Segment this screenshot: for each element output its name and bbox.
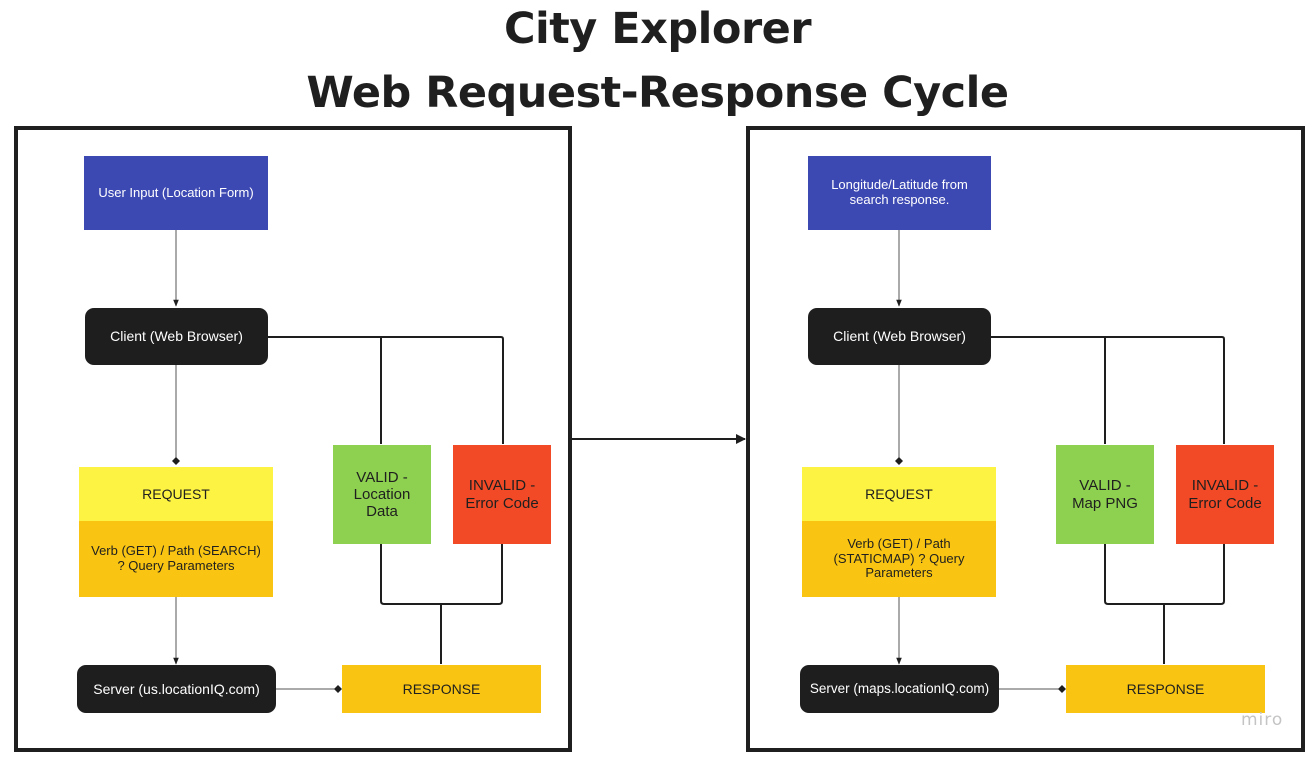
left-results-to-response-bracket	[380, 544, 503, 664]
left-valid-box: VALID - Location Data	[333, 445, 431, 544]
right-client-label: Client (Web Browser)	[833, 328, 966, 345]
left-response-label: RESPONSE	[402, 680, 481, 697]
left-client-to-results-bracket	[268, 336, 504, 444]
diagram-title: City Explorer	[503, 4, 812, 54]
left-client-label: Client (Web Browser)	[110, 328, 243, 345]
left-client-box: Client (Web Browser)	[85, 308, 268, 365]
right-invalid-label: INVALID - Error Code	[1188, 477, 1262, 512]
right-request-detail-label: Verb (GET) / Path (STATICMAP) ? Query Pa…	[833, 535, 965, 581]
left-user-input-box: User Input (Location Form)	[84, 156, 268, 230]
right-coordinates-input-label: Longitude/Latitude from search response.	[831, 177, 968, 207]
right-valid-label: VALID - Map PNG	[1072, 477, 1138, 512]
right-request-detail-box: Verb (GET) / Path (STATICMAP) ? Query Pa…	[802, 521, 996, 597]
right-client-box: Client (Web Browser)	[808, 308, 991, 365]
left-valid-label: VALID - Location Data	[353, 468, 411, 521]
left-request-box: REQUEST	[79, 467, 273, 521]
right-valid-box: VALID - Map PNG	[1056, 445, 1154, 544]
left-request-detail-label: Verb (GET) / Path (SEARCH) ? Query Param…	[91, 543, 261, 573]
right-coordinates-input-box: Longitude/Latitude from search response.	[808, 156, 991, 230]
right-server-box: Server (maps.locationIQ.com)	[800, 665, 999, 713]
left-request-label: REQUEST	[142, 485, 210, 502]
left-server-box: Server (us.locationIQ.com)	[77, 665, 276, 713]
left-request-detail-box: Verb (GET) / Path (SEARCH) ? Query Param…	[79, 521, 273, 597]
right-request-label: REQUEST	[865, 485, 933, 502]
left-server-label: Server (us.locationIQ.com)	[93, 680, 260, 697]
right-results-to-response-bracket	[1104, 544, 1225, 664]
right-response-label: RESPONSE	[1126, 680, 1205, 697]
right-server-label: Server (maps.locationIQ.com)	[809, 681, 990, 697]
right-frame	[746, 126, 1305, 752]
left-response-box: RESPONSE	[342, 665, 541, 713]
right-request-box: REQUEST	[802, 467, 996, 521]
diagram-subtitle: Web Request-Response Cycle	[306, 68, 1009, 118]
left-invalid-label: INVALID - Error Code	[465, 477, 539, 512]
left-user-input-label: User Input (Location Form)	[98, 184, 254, 200]
right-client-to-results-bracket	[991, 336, 1225, 444]
left-frame	[14, 126, 572, 752]
left-invalid-box: INVALID - Error Code	[453, 445, 551, 544]
miro-watermark: miro	[1241, 710, 1284, 730]
right-invalid-box: INVALID - Error Code	[1176, 445, 1274, 544]
right-response-box: RESPONSE	[1066, 665, 1265, 713]
